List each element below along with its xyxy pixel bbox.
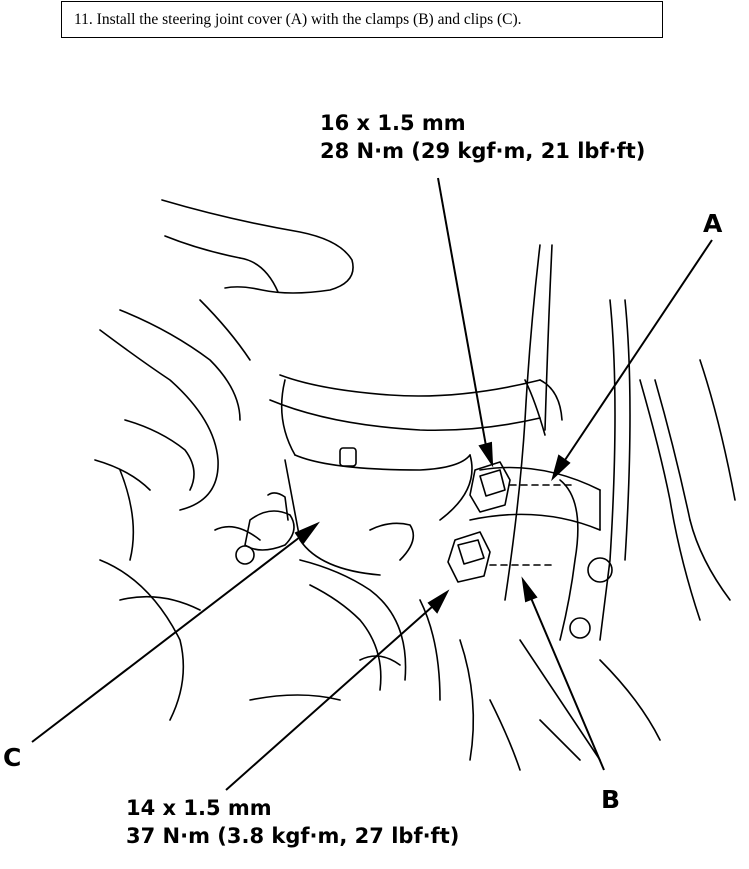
clip [214, 492, 295, 565]
label-b: B [601, 785, 621, 814]
clamp-lines [489, 484, 576, 566]
steering-housing [269, 374, 563, 576]
upper-bolt-torque: 28 N·m (29 kgf·m, 21 lbf·ft) [320, 139, 646, 163]
upper-hose [119, 199, 354, 421]
joint-cover [469, 244, 601, 641]
upper-bolt [469, 461, 511, 513]
leader-upper-bolt [437, 177, 494, 468]
label-a: A [703, 209, 723, 238]
lower-bolt-size: 14 x 1.5 mm [126, 796, 272, 820]
lower-bolt-torque: 37 N·m (3.8 kgf·m, 27 lbf·ft) [126, 824, 460, 848]
leader-c [31, 521, 320, 743]
left-hose [94, 329, 219, 511]
leader-a [551, 239, 713, 482]
instruction-text: 11. Install the steering joint cover (A)… [74, 11, 522, 28]
leader-b [521, 576, 605, 771]
upper-bolt-size: 16 x 1.5 mm [320, 111, 466, 135]
instruction-box: 11. Install the steering joint cover (A)… [61, 1, 663, 38]
lower-hose [249, 559, 441, 701]
lower-bolt [447, 531, 491, 583]
label-c: C [3, 743, 22, 772]
lower-frame [99, 469, 661, 771]
right-tubes [569, 299, 736, 641]
leader-lower-bolt [225, 589, 450, 791]
